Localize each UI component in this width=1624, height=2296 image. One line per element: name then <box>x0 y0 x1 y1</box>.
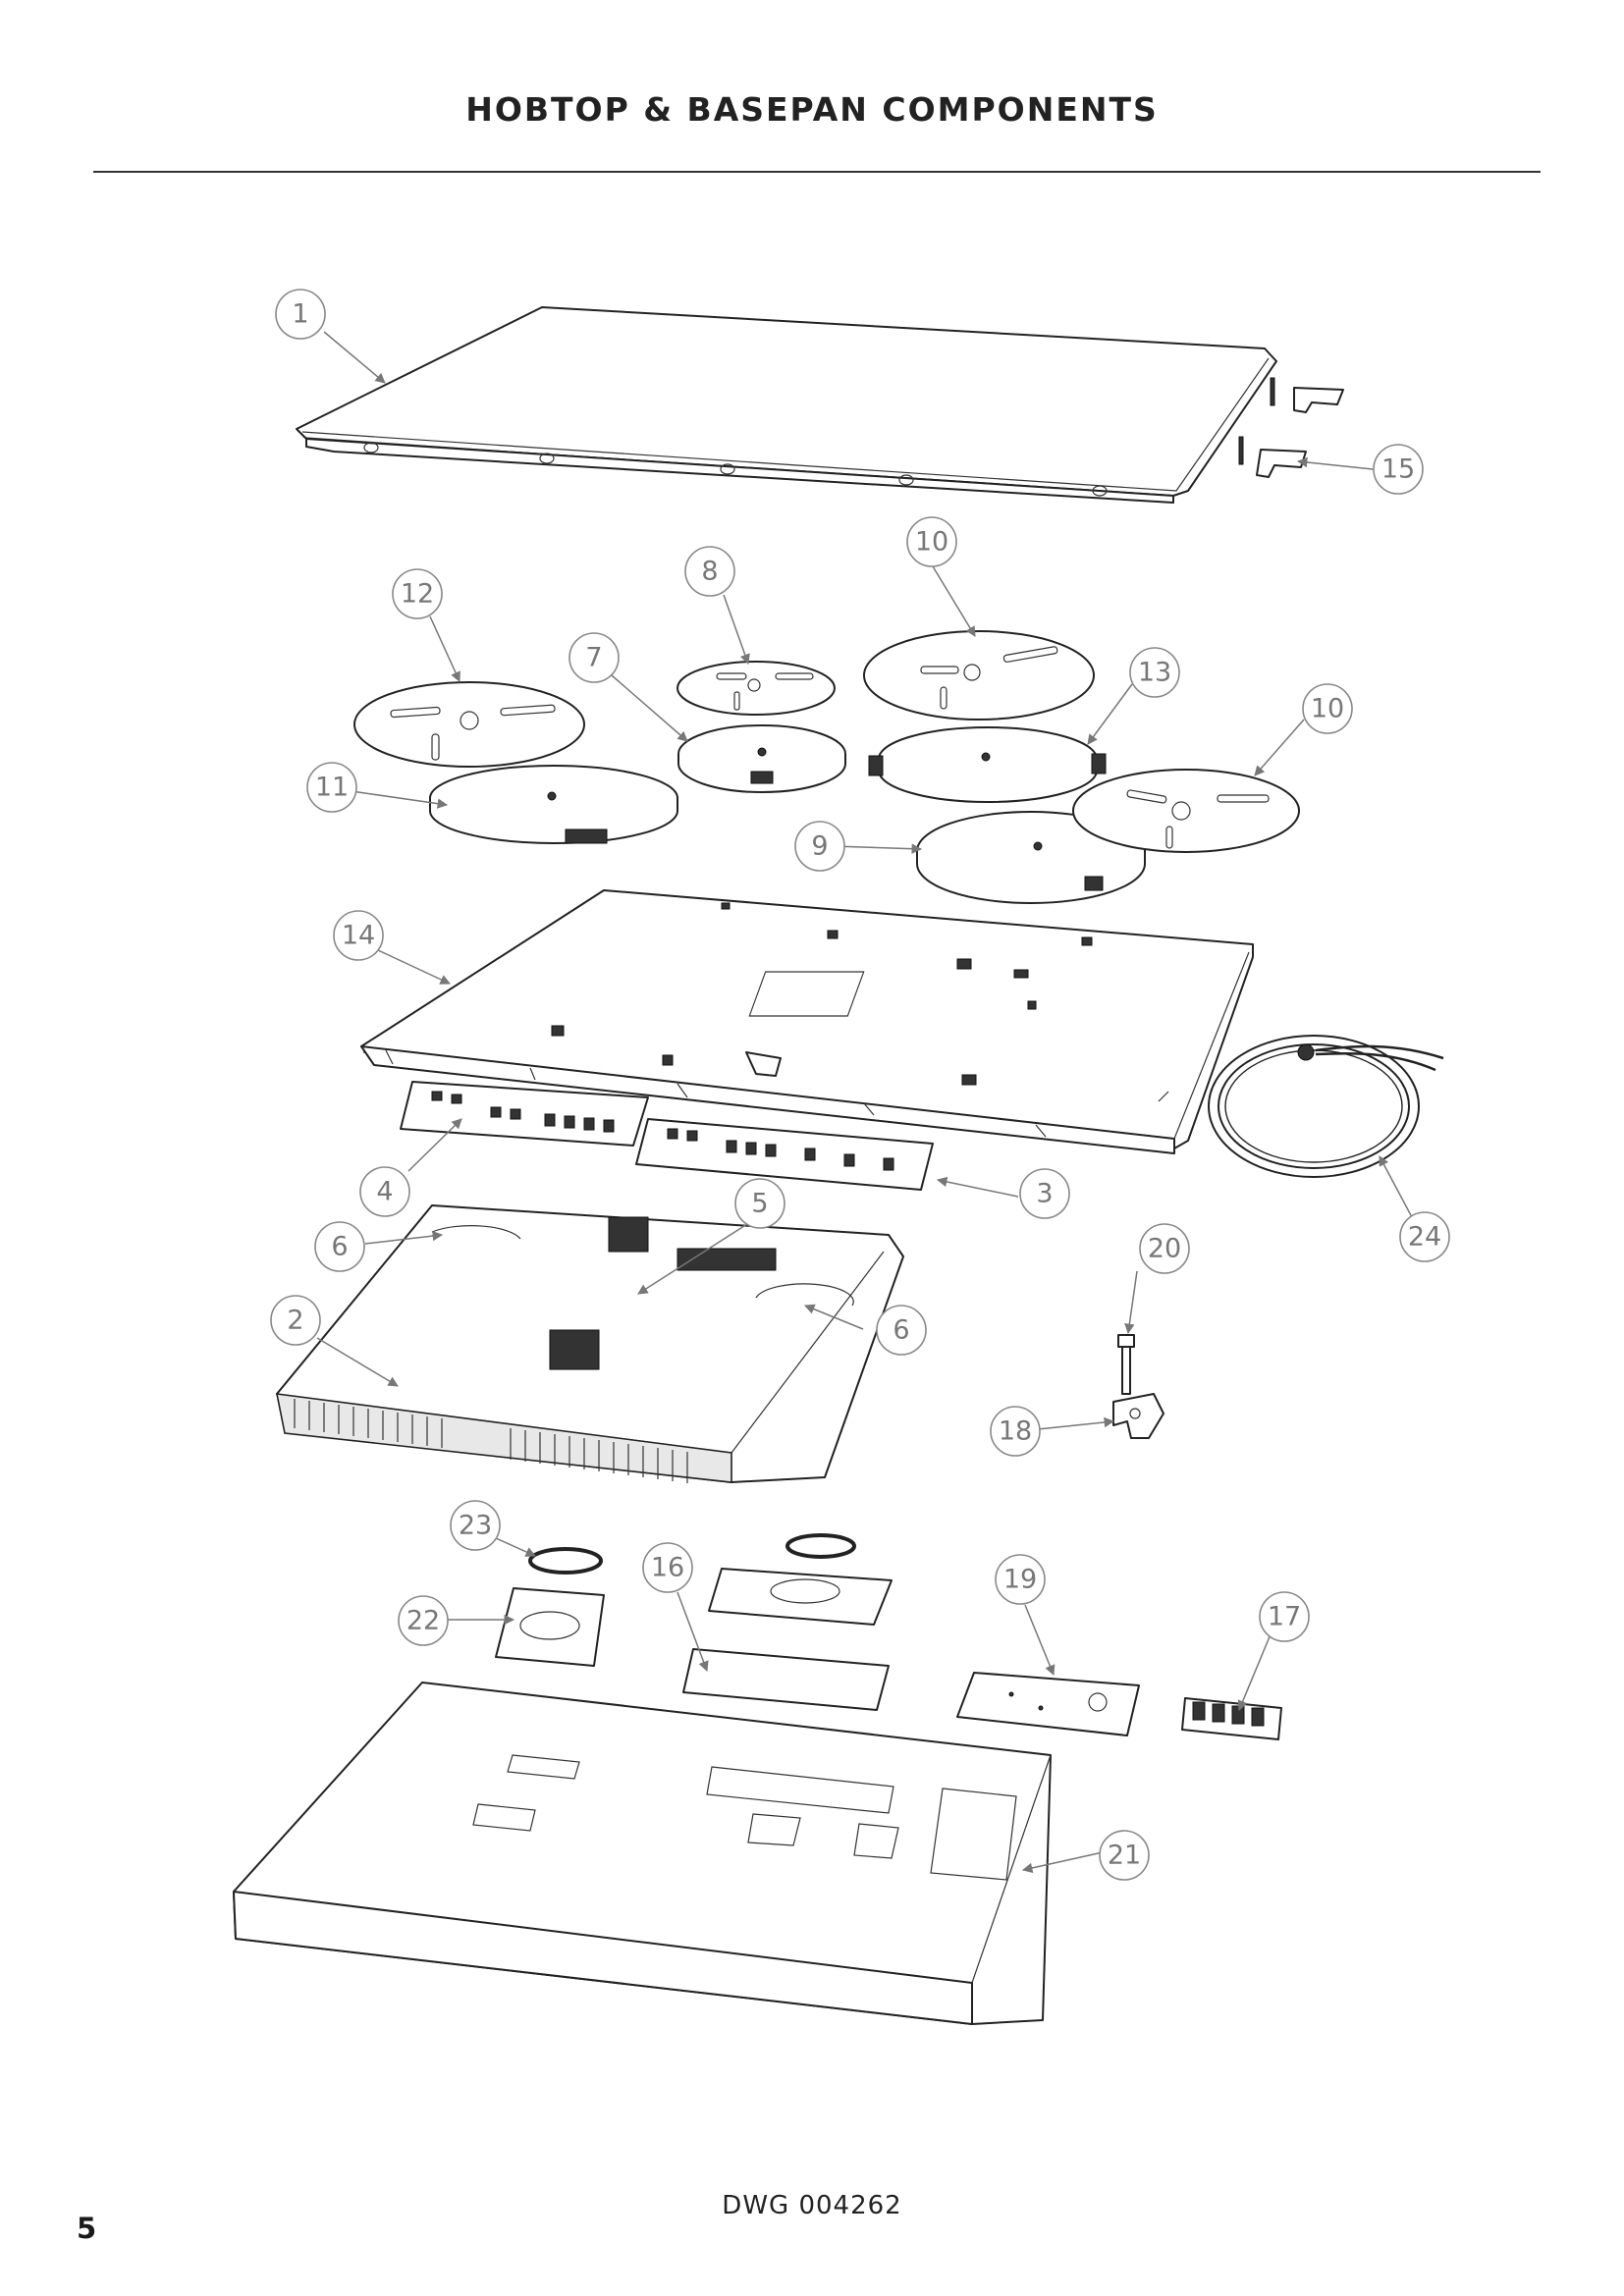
callout-2: 2 <box>270 1295 321 1346</box>
callout-number: 20 <box>1148 1234 1181 1264</box>
callout-22: 22 <box>398 1595 449 1646</box>
callout-21: 21 <box>1099 1830 1150 1881</box>
callout-17: 17 <box>1259 1591 1310 1642</box>
part-induction-coils <box>429 724 1300 904</box>
callout-14: 14 <box>333 910 384 961</box>
callout-10: 10 <box>906 516 957 567</box>
callout-number: 8 <box>701 557 718 587</box>
callout-19: 19 <box>995 1554 1046 1605</box>
callout-number: 19 <box>1003 1565 1037 1595</box>
callout-18: 18 <box>990 1406 1041 1457</box>
part-seals-and-plates <box>495 1533 893 1711</box>
callout-3: 3 <box>1019 1168 1070 1219</box>
callout-number: 17 <box>1268 1602 1301 1632</box>
part-terminal-plate <box>956 1672 1140 1736</box>
callout-number: 1 <box>292 299 308 330</box>
part-control-boards <box>400 1081 934 1191</box>
callout-number: 13 <box>1138 658 1171 688</box>
callout-9: 9 <box>794 821 845 872</box>
callout-number: 6 <box>893 1315 909 1346</box>
title-divider <box>93 171 1541 173</box>
callout-number: 6 <box>331 1232 348 1262</box>
part-glass-hobtop <box>296 306 1277 504</box>
callout-number: 10 <box>915 527 948 558</box>
callout-5: 5 <box>734 1178 785 1229</box>
callout-8: 8 <box>684 546 735 597</box>
part-cable-clamp <box>1112 1334 1164 1439</box>
callout-number: 10 <box>1311 694 1344 724</box>
callout-number: 4 <box>376 1177 393 1207</box>
callout-number: 2 <box>287 1306 303 1336</box>
part-coil-support-plate <box>360 889 1254 1154</box>
callout-number: 14 <box>342 921 375 951</box>
callout-number: 11 <box>315 773 349 803</box>
callout-7: 7 <box>568 632 620 683</box>
callout-16: 16 <box>642 1542 693 1593</box>
callout-20: 20 <box>1139 1223 1190 1274</box>
callout-11: 11 <box>306 762 357 813</box>
part-mounting-brackets <box>1238 377 1344 478</box>
page-title: HOBTOP & BASEPAN COMPONENTS <box>465 90 1159 129</box>
callout-number: 18 <box>999 1416 1032 1447</box>
callout-12: 12 <box>392 568 443 619</box>
callout-6: 6 <box>876 1305 927 1356</box>
callout-15: 15 <box>1373 444 1424 495</box>
part-plastic-chassis <box>275 1204 904 1483</box>
callout-number: 24 <box>1408 1222 1441 1253</box>
callout-6: 6 <box>314 1221 365 1272</box>
page-number: 5 <box>77 2212 97 2245</box>
callout-number: 21 <box>1108 1841 1141 1871</box>
callout-1: 1 <box>275 289 326 340</box>
callout-number: 16 <box>651 1553 684 1583</box>
callout-number: 3 <box>1036 1179 1053 1209</box>
callout-4: 4 <box>359 1166 410 1217</box>
part-metal-basepan <box>233 1682 1052 2025</box>
callout-number: 12 <box>401 579 434 610</box>
callout-number: 5 <box>751 1189 768 1219</box>
callout-23: 23 <box>450 1500 501 1551</box>
part-terminal-block <box>1181 1697 1282 1740</box>
callout-13: 13 <box>1129 647 1180 698</box>
callout-number: 9 <box>811 831 828 862</box>
leader-lines <box>316 331 1413 1874</box>
callout-24: 24 <box>1399 1211 1450 1262</box>
callout-number: 22 <box>406 1606 440 1636</box>
part-coil-covers <box>353 630 1095 768</box>
callout-number: 23 <box>459 1511 492 1541</box>
callout-10: 10 <box>1302 683 1353 734</box>
drawing-number: DWG 004262 <box>722 2191 902 2220</box>
callout-number: 7 <box>585 643 602 673</box>
callout-number: 15 <box>1381 454 1415 485</box>
part-power-cable <box>1208 1035 1444 1178</box>
